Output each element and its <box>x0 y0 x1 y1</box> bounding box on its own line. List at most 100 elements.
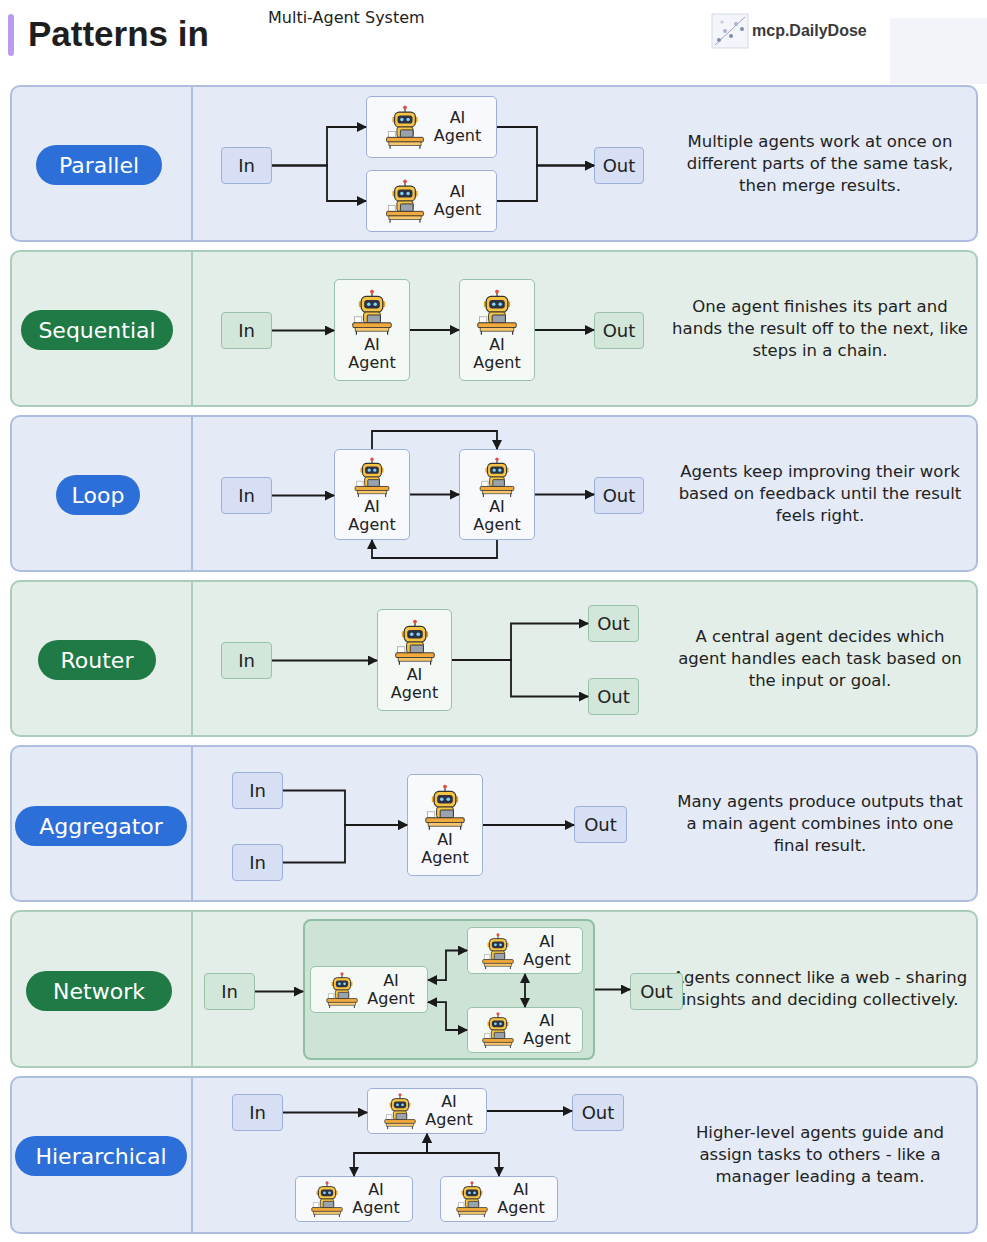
io-label: Out <box>603 485 636 506</box>
brand-icon-dot <box>734 22 738 26</box>
title-accent-bar <box>8 14 14 56</box>
agent-box: AI Agent <box>334 279 410 381</box>
agent-box: AI Agent <box>440 1176 558 1222</box>
io-label: Out <box>640 981 673 1002</box>
io-label: In <box>238 485 255 506</box>
io-box: In <box>221 312 272 349</box>
agent-box: AI Agent <box>467 927 583 974</box>
io-box: Out <box>588 678 639 715</box>
io-label: Out <box>597 613 630 634</box>
agent-label: AI Agent <box>497 1181 544 1217</box>
pattern-label: Aggregator <box>15 806 187 846</box>
robot-icon <box>382 178 428 224</box>
connector-arrow <box>272 330 334 332</box>
agent-label: AI Agent <box>473 336 520 372</box>
agent-label: AI Agent <box>352 1181 399 1217</box>
pattern-description: Higher-level agents guide and assign tas… <box>672 1122 968 1188</box>
connector-arrow <box>497 127 594 166</box>
connector-arrow <box>535 329 594 331</box>
io-label: Out <box>603 155 636 176</box>
robot-illustration <box>386 106 423 149</box>
pattern-description: Agents keep improving their work based o… <box>672 461 968 527</box>
robot-icon <box>351 456 393 498</box>
robot-illustration <box>483 1012 513 1048</box>
pattern-name: Hierarchical <box>35 1144 166 1169</box>
agent-box: AI Agent <box>366 96 497 158</box>
agent-label: AI Agent <box>434 109 481 145</box>
connector-arrow <box>283 1112 367 1114</box>
agent-box: AI Agent <box>459 449 535 540</box>
title-pill-text: Multi-Agent System <box>268 8 705 27</box>
io-label: In <box>249 852 266 873</box>
io-box: In <box>221 147 272 184</box>
io-label: In <box>238 155 255 176</box>
io-label: In <box>238 320 255 341</box>
agent-label: AI Agent <box>425 1093 472 1129</box>
brand-label: mcp.DailyDose <box>752 21 867 41</box>
robot-illustration <box>478 290 516 335</box>
io-box: In <box>221 642 272 679</box>
brand-icon-line <box>715 17 745 45</box>
connector-arrow <box>428 1002 467 1030</box>
band-divider <box>191 252 193 405</box>
connector-arrow <box>272 166 366 202</box>
pattern-description: Many agents produce outputs that a main … <box>672 791 968 857</box>
pattern-description: Agents connect like a web - sharing insi… <box>672 967 968 1011</box>
band-divider <box>191 1078 193 1232</box>
io-label: Out <box>584 814 617 835</box>
brand-icon <box>712 14 748 48</box>
robot-icon <box>348 288 396 336</box>
agent-box: AI Agent <box>407 774 483 876</box>
robot-illustration <box>395 620 433 665</box>
robot-icon <box>479 932 517 970</box>
io-box: Out <box>588 605 639 642</box>
io-label: In <box>238 650 255 671</box>
connector-arrow <box>272 495 334 497</box>
io-box: Out <box>594 312 644 349</box>
robot-icon <box>479 1011 517 1049</box>
io-box: Out <box>574 806 627 843</box>
agent-label: AI Agent <box>421 831 468 867</box>
io-box: Out <box>572 1094 624 1131</box>
band-divider <box>191 87 193 240</box>
agent-box: AI Agent <box>366 170 497 232</box>
io-label: Out <box>603 320 636 341</box>
robot-illustration <box>386 180 423 223</box>
io-box: In <box>232 844 283 881</box>
robot-illustration <box>312 1181 342 1217</box>
pattern-description: Multiple agents work at once on differen… <box>672 131 968 197</box>
agent-label: AI Agent <box>391 666 438 702</box>
connector-arrow <box>410 494 459 496</box>
brand-icon-dot <box>740 27 744 31</box>
agent-box: AI Agent <box>310 966 428 1013</box>
pattern-description: A central agent decides which agent hand… <box>672 626 968 692</box>
pattern-name: Sequential <box>38 318 155 343</box>
robot-icon <box>391 618 439 666</box>
band-divider <box>191 747 193 900</box>
robot-illustration <box>457 1181 487 1217</box>
agent-label: AI Agent <box>367 972 414 1008</box>
io-box: In <box>221 477 272 514</box>
robot-icon <box>382 104 428 150</box>
pattern-name: Network <box>53 979 145 1004</box>
connector-arrow <box>354 1134 427 1176</box>
pattern-label: Router <box>38 640 156 680</box>
pattern-label: Parallel <box>36 145 162 185</box>
pattern-name: Router <box>61 648 134 673</box>
connector-arrow <box>535 494 594 496</box>
band-divider <box>191 417 193 570</box>
io-label: In <box>249 780 266 801</box>
robot-icon <box>476 456 518 498</box>
robot-icon <box>453 1180 491 1218</box>
connector-arrow <box>524 974 526 1007</box>
io-label: In <box>221 981 238 1002</box>
pattern-label: Sequential <box>21 310 173 350</box>
robot-icon <box>323 971 361 1009</box>
robot-icon <box>381 1092 419 1130</box>
pattern-label: Network <box>26 971 172 1011</box>
robot-illustration <box>355 457 389 496</box>
pattern-name: Parallel <box>59 153 139 178</box>
